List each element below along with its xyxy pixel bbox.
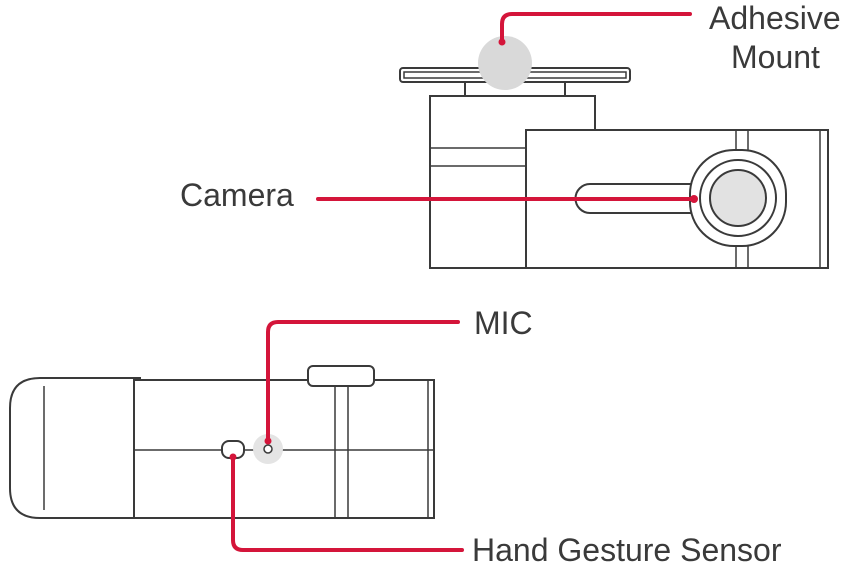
adhesive-mount-leader	[500, 12, 692, 42]
leader-lines	[229, 12, 698, 552]
labels: Adhesive Mount Camera MIC Hand Gesture S…	[180, 0, 841, 568]
gesture-sensor-leader	[231, 456, 464, 552]
mic-leader-dot	[264, 437, 272, 445]
adhesive-mount-highlight	[478, 36, 532, 90]
top-knob	[307, 365, 375, 387]
mic-leader	[266, 320, 460, 442]
camera-main-tube	[133, 379, 435, 519]
camera-label: Camera	[180, 177, 294, 213]
adhesive-mount-label-line1: Adhesive	[709, 0, 841, 36]
mic-hole	[263, 444, 273, 454]
lens-glass	[709, 169, 767, 227]
adhesive-mount-label-line2: Mount	[731, 39, 820, 75]
rear-cap	[9, 377, 141, 519]
mic-label: MIC	[474, 305, 533, 341]
camera-leader-dot	[690, 195, 698, 203]
gesture-sensor-leader-dot	[229, 453, 237, 461]
gesture-sensor-label: Hand Gesture Sensor	[472, 532, 782, 568]
dashcam-top-view	[399, 36, 829, 269]
dashcam-side-view	[9, 365, 435, 519]
adhesive-mount-leader-dot	[498, 38, 506, 46]
